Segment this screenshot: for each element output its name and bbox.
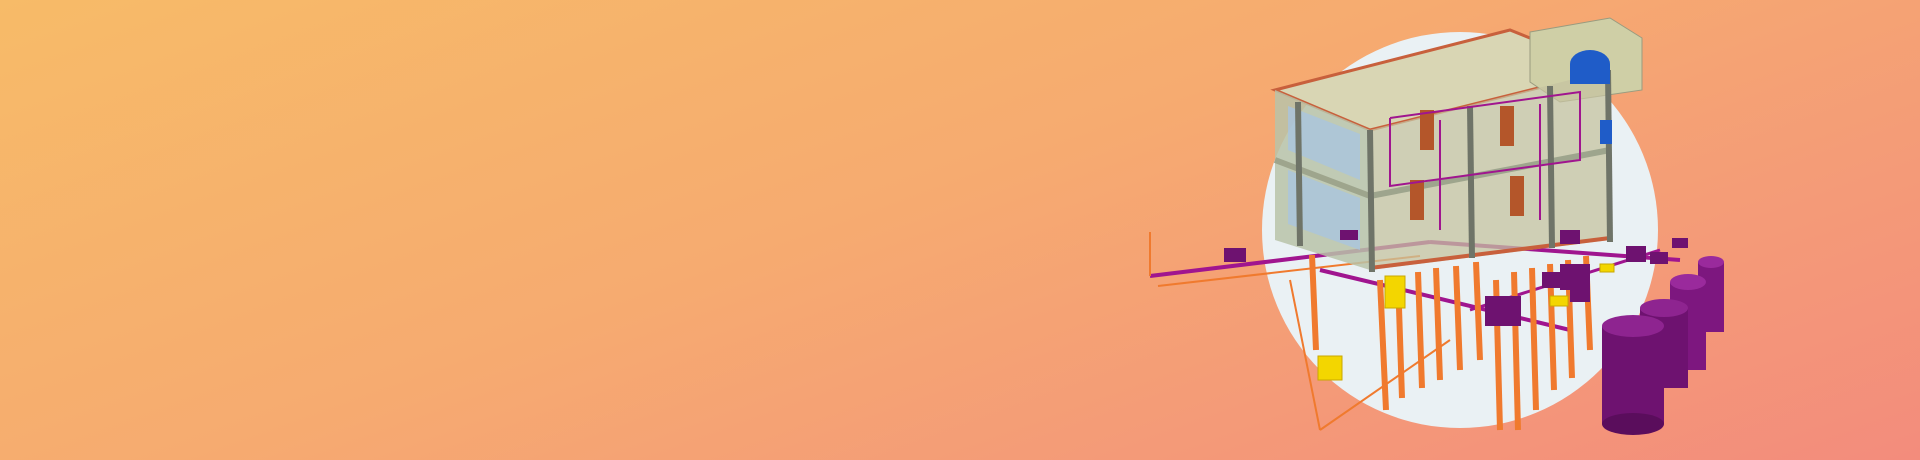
bim-building-illustration <box>1140 10 1760 450</box>
mep-equipment <box>1224 230 1688 326</box>
building <box>1270 17 1643 273</box>
bim-building-mep-model-icon <box>1149 17 1724 435</box>
yellow-units <box>1317 263 1615 381</box>
storage-tanks <box>1602 256 1724 435</box>
